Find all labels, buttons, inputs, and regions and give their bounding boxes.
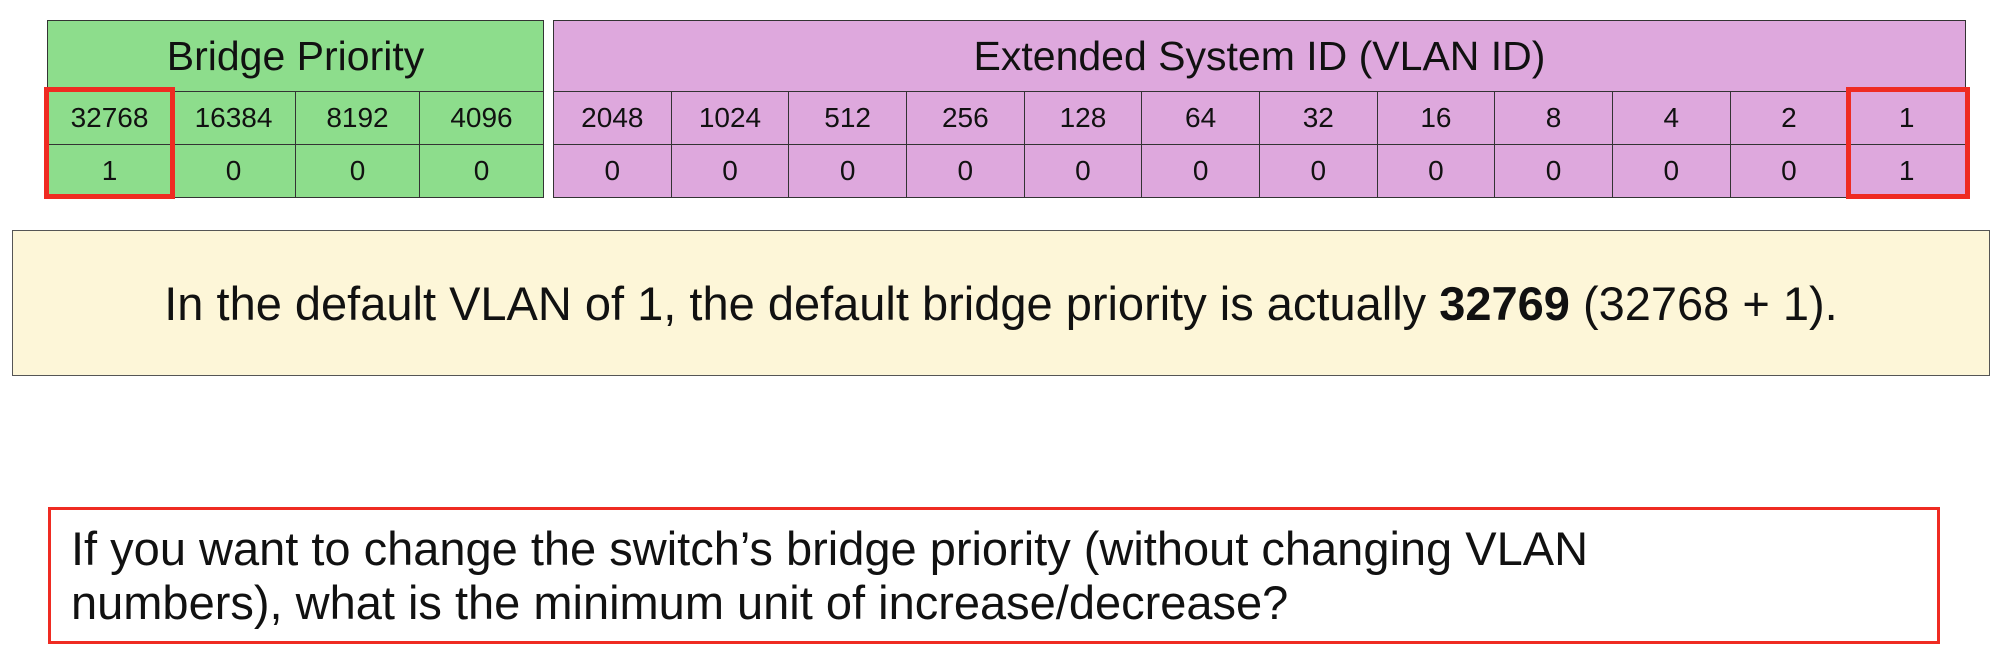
bit-value-cell: 16 — [1376, 91, 1496, 145]
bit-value-cell: 512 — [788, 91, 907, 145]
bit-cell: 0 — [1611, 144, 1731, 198]
bit-cell: 1 — [47, 144, 172, 198]
bit-cell: 0 — [670, 144, 790, 198]
extended-system-id-table: Extended System ID (VLAN ID) 2048 1024 5… — [553, 20, 1966, 198]
bit-value-cell: 16384 — [171, 91, 296, 145]
bit-cell: 0 — [1494, 144, 1613, 198]
bridge-priority-bit-values-row: 32768 16384 8192 4096 — [47, 91, 544, 145]
question-text: If you want to change the switch’s bridg… — [71, 521, 1589, 629]
bit-value-cell: 4 — [1611, 91, 1731, 145]
bit-cell: 0 — [1023, 144, 1143, 198]
bit-cell: 0 — [788, 144, 907, 198]
bit-value-cell: 1 — [1847, 91, 1966, 145]
bit-cell: 0 — [553, 144, 672, 198]
note-prefix: In the default VLAN of 1, the default br… — [164, 276, 1440, 330]
bit-value-cell: 128 — [1023, 91, 1143, 145]
bit-value-cell: 32 — [1258, 91, 1378, 145]
bridge-priority-bits-row: 1 0 0 0 — [47, 144, 544, 198]
bit-value-cell: 32768 — [47, 91, 172, 145]
note-bold-value: 32769 — [1439, 276, 1570, 330]
bit-value-cell: 2048 — [553, 91, 672, 145]
note-suffix: (32768 + 1). — [1569, 276, 1838, 330]
bit-cell: 0 — [1141, 144, 1260, 198]
bit-cell: 0 — [419, 144, 544, 198]
bit-cell: 0 — [295, 144, 420, 198]
bit-value-cell: 8192 — [295, 91, 420, 145]
extended-system-id-bit-values-row: 2048 1024 512 256 128 64 32 16 8 4 2 1 — [553, 91, 1966, 145]
bit-cell: 1 — [1847, 144, 1966, 198]
bridge-priority-header: Bridge Priority — [47, 20, 544, 92]
bit-value-cell: 2 — [1729, 91, 1849, 145]
note-text: In the default VLAN of 1, the default br… — [164, 276, 1837, 331]
bit-cell: 0 — [905, 144, 1025, 198]
bit-cell: 0 — [171, 144, 296, 198]
bit-value-cell: 64 — [1141, 91, 1260, 145]
bit-cell: 0 — [1258, 144, 1378, 198]
bridge-priority-table: Bridge Priority 32768 16384 8192 4096 1 … — [47, 20, 544, 198]
bit-value-cell: 4096 — [419, 91, 544, 145]
question-box: If you want to change the switch’s bridg… — [48, 507, 1940, 644]
note-box: In the default VLAN of 1, the default br… — [12, 230, 1990, 376]
bit-value-cell: 8 — [1494, 91, 1613, 145]
bit-cell: 0 — [1376, 144, 1496, 198]
bit-value-cell: 1024 — [670, 91, 790, 145]
extended-system-id-bits-row: 0 0 0 0 0 0 0 0 0 0 0 1 — [553, 144, 1966, 198]
extended-system-id-header: Extended System ID (VLAN ID) — [553, 20, 1966, 92]
bit-cell: 0 — [1729, 144, 1849, 198]
bit-value-cell: 256 — [905, 91, 1025, 145]
